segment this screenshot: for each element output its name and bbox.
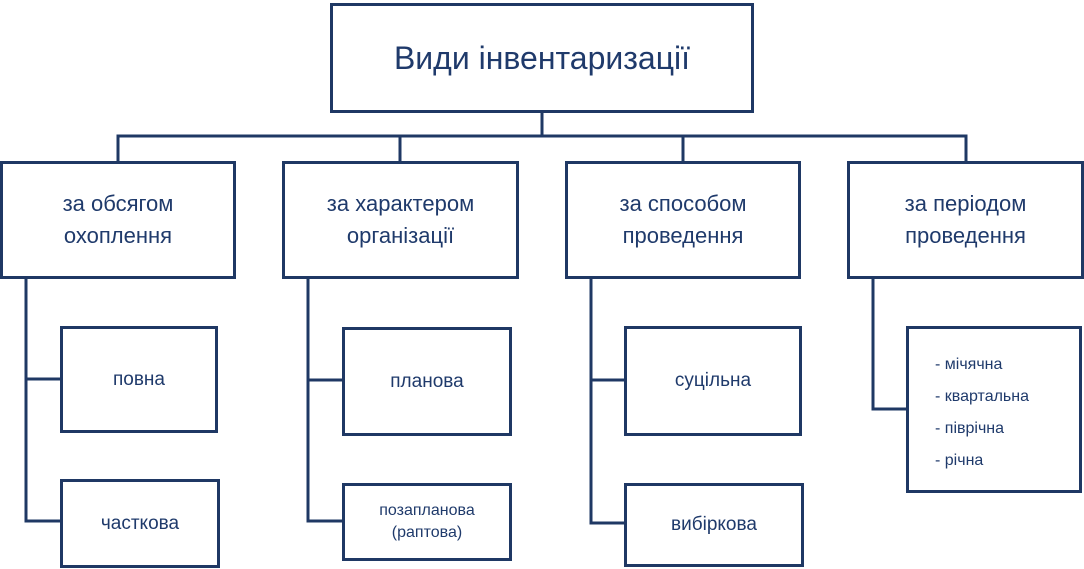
leaf-continuous: суцільна [624, 326, 802, 436]
leaf-selective: вибіркова [624, 483, 804, 567]
category-by-organization: за характером організації [282, 161, 519, 279]
period-item-semiannual: - піврічна [935, 420, 1005, 437]
period-item-annual: - річна [935, 452, 984, 469]
category-by-method: за способом проведення [565, 161, 801, 279]
period-list-box: - мічячна - квартальна - піврічна - річн… [906, 326, 1082, 493]
leaf-full: повна [60, 326, 218, 433]
leaf-unplanned: позапланова (раптова) [342, 483, 512, 561]
period-item-quarterly: - квартальна [935, 388, 1029, 405]
leaf-partial: часткова [60, 479, 220, 568]
category-by-period: за періодом проведення [847, 161, 1084, 279]
diagram-title: Види інвентаризації [330, 3, 754, 113]
leaf-planned: планова [342, 327, 512, 436]
period-item-monthly: - мічячна [935, 356, 1003, 373]
category-by-scope: за обсягом охоплення [0, 161, 236, 279]
